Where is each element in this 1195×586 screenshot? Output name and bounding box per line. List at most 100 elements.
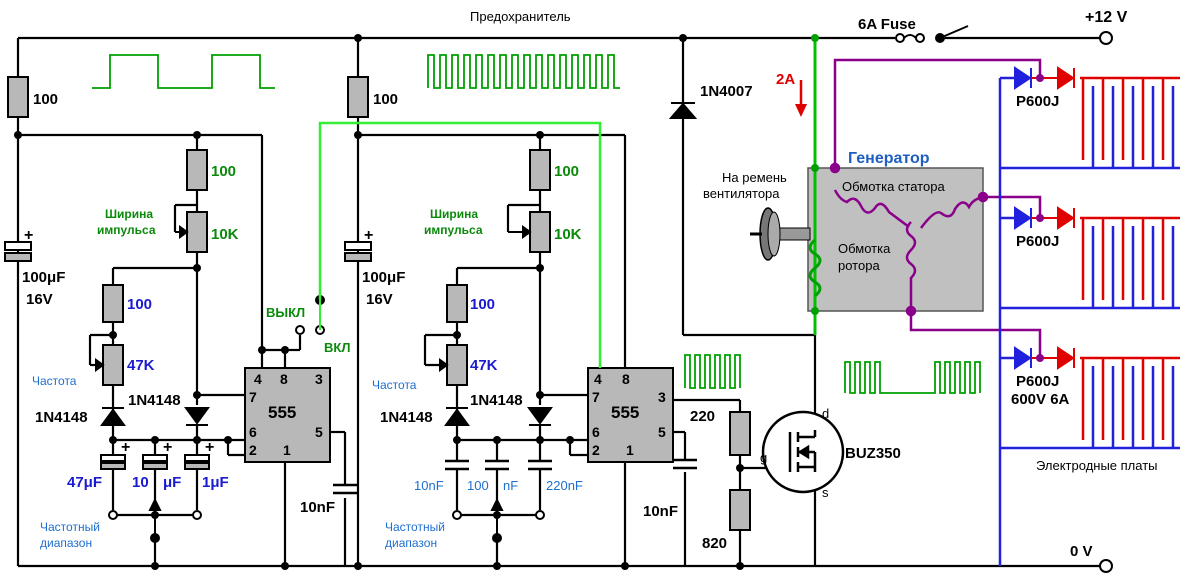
resistor-10k-t2 [529,211,551,253]
green-wiring [318,34,822,368]
belt-label-2: вентилятора [703,186,780,201]
electrolytic-100uf: + + [4,227,373,262]
rotor-label-1: Обмотка [838,241,891,256]
pulse-width-t1-line2: импульса [97,223,156,237]
resistor-820 [729,489,751,531]
chip-b-pin-7: 7 [592,389,600,405]
resistor-100-t1-label: 100 [211,163,236,180]
svg-text:+: + [163,439,172,456]
timer2-range-caps [333,458,697,495]
ground-label: 0 V [1070,543,1093,560]
cap-10nf-t1-label: 10nF [300,499,335,516]
chip-a-pin-3: 3 [315,371,323,387]
stator-label: Обмотка статора [842,179,945,194]
cap-16v-mid-label: 16V [366,291,393,308]
supply-pos-label: +12 V [1085,9,1128,26]
chip-a-pin-2: 2 [249,442,257,458]
cap-10nf-t2-label: 10nF [414,478,444,493]
resistor-100-t1-freq-label: 100 [127,296,152,313]
plates-label: Электродные платы [1036,458,1158,473]
svg-text:+: + [364,227,373,244]
rating-label: 600V 6A [1011,391,1070,408]
waveforms [92,54,981,394]
resistor-100-t2 [529,149,551,191]
cap-16v-left-label: 16V [26,291,53,308]
diode-1n4148-t2a-label: 1N4148 [380,409,433,426]
resistor-100-mid-label: 100 [373,91,398,108]
resistor-820-label: 820 [702,535,727,552]
pulse-width-t2-line1: Ширина [430,207,478,221]
chip-b-pin-5: 5 [658,424,666,440]
chip-b-pin-8: 8 [622,371,630,387]
p600j-label-1: P600J [1016,93,1059,110]
chip-b-label: 555 [611,403,639,422]
cap-47uf-label: 47μF [67,474,102,491]
generator-title: Генератор [848,150,930,167]
mosfet-pin-g: g [760,450,767,465]
cap-1uf-label: 1μF [202,474,229,491]
mosfet-pin-d: d [822,406,829,421]
resistor-100-t2-freq [446,284,468,323]
cap-220nf-label: 220nF [546,478,583,493]
resistor-10k-t1 [186,211,208,253]
resistor-100-mid [347,76,369,118]
chip-b-pin-1: 1 [626,442,634,458]
chip-b-pin-6: 6 [592,424,600,440]
chip-a-label: 555 [268,403,296,422]
fuse-switch [895,25,1113,573]
output-wiring [998,76,1015,566]
cap-100uf-left-label: 100μF [22,269,65,286]
resistor-100-left-label: 100 [33,91,58,108]
svg-text:+: + [121,439,130,456]
resistor-10k-t1-label: 10K [211,226,239,243]
resistor-100-t2-label: 100 [554,163,579,180]
chip-a-pin-8: 8 [280,371,288,387]
chip-b-pin-4: 4 [594,371,602,387]
resistor-100-left [7,76,29,118]
chip-a-pin-5: 5 [315,424,323,440]
chip-a-pin-1: 1 [283,442,291,458]
chip-555-a [244,367,331,463]
timer1-range-caps: + + + [100,439,214,470]
switch-on-label: ВКЛ [324,340,350,355]
cap-10uf-b-label: μF [163,474,181,491]
chip-555-b [587,367,674,463]
resistor-220-label: 220 [690,408,715,425]
freq-range-t2-line2: диапазон [385,536,437,550]
electrode-plates [1000,76,1180,450]
chip-a-pin-7: 7 [249,389,257,405]
freq-range-t1-line2: диапазон [40,536,92,550]
junction-dots [14,34,744,570]
current-label: 2A [776,71,795,88]
cap-10uf-a-label: 10 [132,474,149,491]
svg-text:+: + [24,227,33,244]
frequency-t1-label: Частота [32,374,77,388]
stator-windings [829,58,1042,358]
chip-b-pin-2: 2 [592,442,600,458]
diode-1n4148-t1b-label: 1N4148 [128,392,181,409]
frequency-t2-label: Частота [372,378,417,392]
chip-b-pin-3: 3 [658,389,666,405]
resistor-47k-t1-label: 47K [127,357,155,374]
diode-1n4148-t2b-label: 1N4148 [470,392,523,409]
svg-text:+: + [205,439,214,456]
chip-a-pin-4: 4 [254,371,262,387]
resistors [7,76,751,531]
timer-555-chips [244,367,674,463]
labels: Предохранитель 6A Fuse +12 V 0 V 2A 1N40… [22,9,1158,560]
switch-off-label: ВЫКЛ [266,305,305,320]
resistor-47k-t2 [446,344,468,386]
freq-range-t1-line1: Частотный [40,520,100,534]
potentiometer-arrows [90,225,532,372]
mosfet-buz350 [761,410,845,494]
cap-10nf-t2b-label: 10nF [643,503,678,520]
rotor-label-2: ротора [838,258,880,273]
cap-100nf-a-label: 100 [467,478,489,493]
fuse-label-ru: Предохранитель [470,9,571,24]
pulse-width-t2-line2: импульса [424,223,483,237]
resistor-100-t1-freq [102,284,124,323]
chip-a-pin-6: 6 [249,424,257,440]
current-arrow [795,80,807,117]
cap-100nf-b-label: nF [503,478,518,493]
